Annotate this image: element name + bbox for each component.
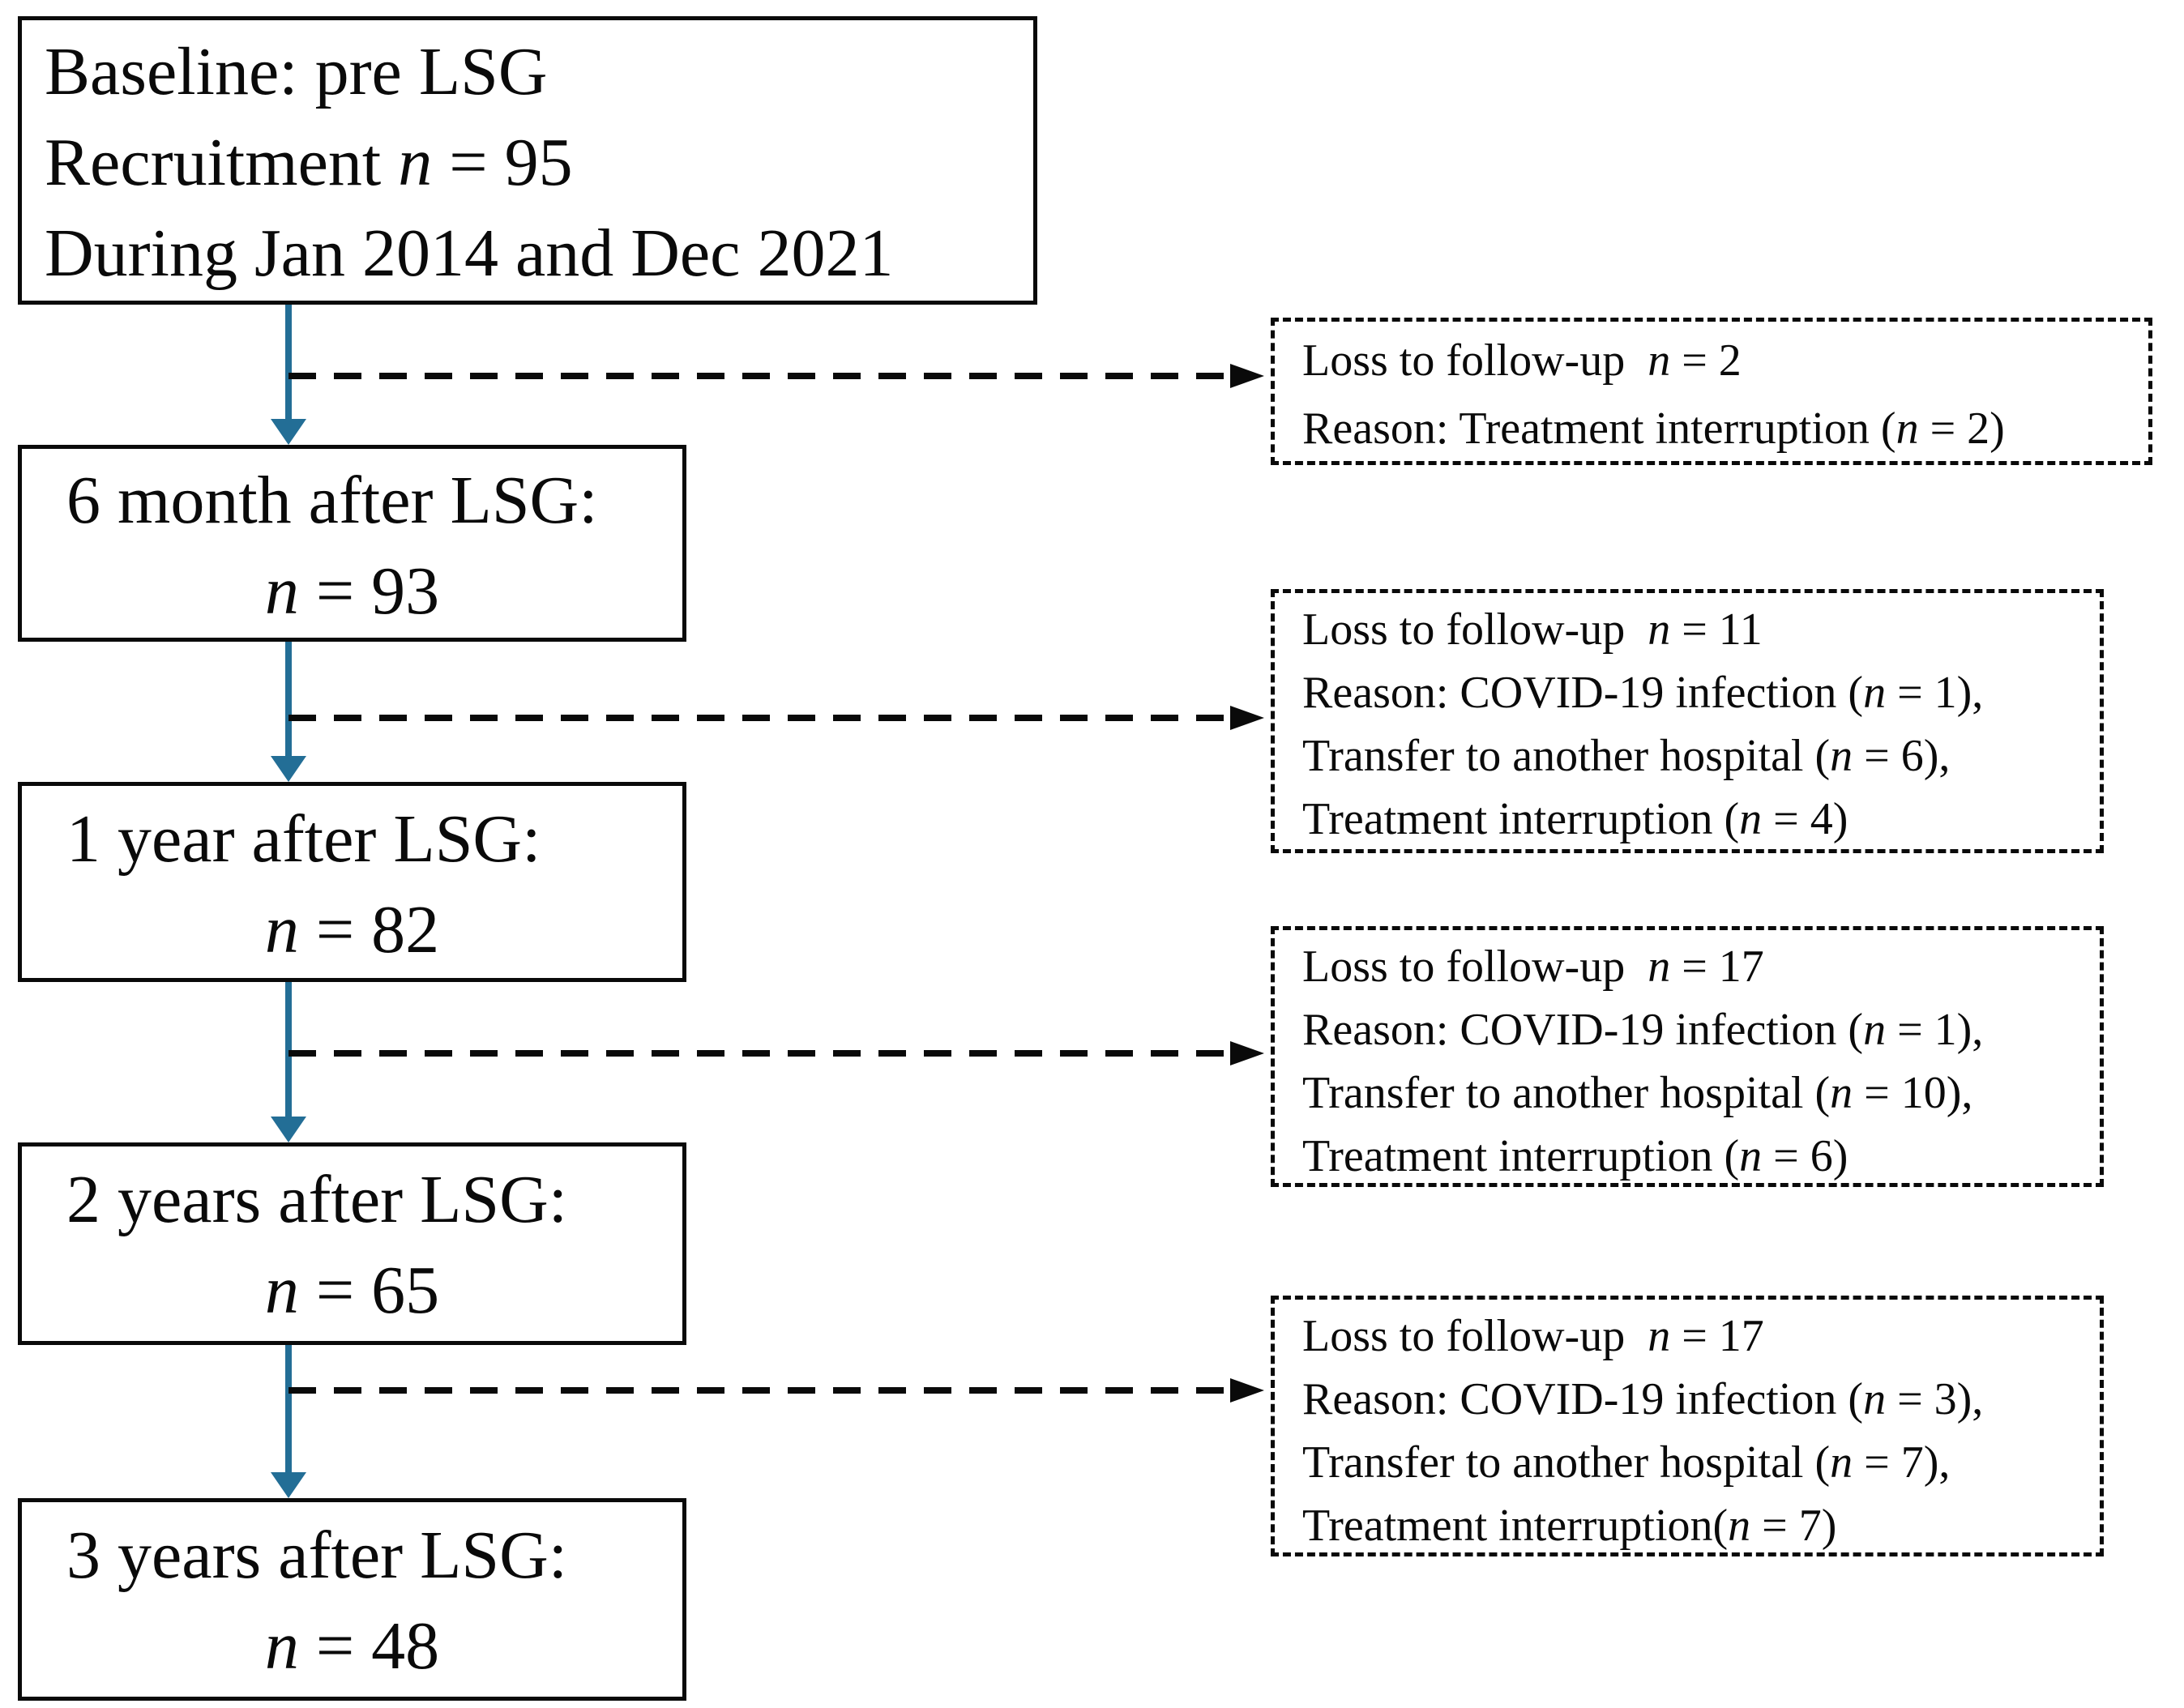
arrow-head-icon (271, 419, 306, 445)
box-line: Transfer to another hospital (n = 10), (1302, 1068, 1973, 1118)
arrow-shaft (288, 373, 1233, 379)
box-line: Loss to follow-up n = 17 (1302, 942, 1764, 992)
arrow-head-icon (1230, 706, 1264, 730)
arrow-shaft (285, 642, 292, 759)
down-arrow-1 (271, 305, 306, 445)
box-line: Reason: Treatment interruption (n = 2) (1302, 404, 2005, 454)
dashed-arrow-2 (288, 706, 1264, 730)
arrow-shaft (288, 1050, 1233, 1057)
down-arrow-4 (271, 1345, 306, 1498)
box-line: n = 65 (264, 1253, 440, 1328)
box-line: Treatment interruption (n = 6) (1302, 1131, 1848, 1181)
box-line: Loss to follow-up n = 17 (1302, 1311, 1764, 1361)
box-line: n = 93 (264, 553, 440, 629)
arrow-head-icon (1230, 364, 1264, 388)
box-line: 2 years after LSG: (66, 1162, 568, 1237)
flow-box-baseline: Baseline: pre LSG Recruitment n = 95 Dur… (18, 16, 1037, 305)
box-line: Treatment interruption(n = 7) (1302, 1501, 1837, 1551)
loss-box-after-1-year: Loss to follow-up n = 17 Reason: COVID-1… (1271, 926, 2104, 1187)
box-line: Reason: COVID-19 infection (n = 3), (1302, 1374, 1984, 1424)
flow-box-1-year: 1 year after LSG: n = 82 (18, 782, 686, 982)
box-line: 6 month after LSG: (66, 463, 598, 538)
box-line: Reason: COVID-19 infection (n = 1), (1302, 668, 1984, 718)
flow-box-2-years: 2 years after LSG: n = 65 (18, 1142, 686, 1345)
dashed-arrow-4 (288, 1378, 1264, 1403)
arrow-shaft (288, 715, 1233, 721)
box-line: Treatment interruption (n = 4) (1302, 794, 1848, 844)
loss-box-after-2-years: Loss to follow-up n = 17 Reason: COVID-1… (1271, 1296, 2104, 1556)
arrow-head-icon (1230, 1378, 1264, 1403)
box-line: n = 82 (264, 892, 440, 967)
arrow-head-icon (1230, 1041, 1264, 1065)
box-line: Recruitment n = 95 (45, 125, 573, 200)
dashed-arrow-1 (288, 364, 1264, 388)
arrow-shaft (285, 305, 292, 422)
arrow-head-icon (271, 1472, 306, 1498)
box-line: n = 48 (264, 1608, 440, 1684)
arrow-head-icon (271, 756, 306, 782)
box-line: During Jan 2014 and Dec 2021 (45, 216, 894, 291)
box-line: 1 year after LSG: (66, 801, 541, 877)
arrow-head-icon (271, 1117, 306, 1142)
dashed-arrow-3 (288, 1041, 1264, 1065)
box-line: Loss to follow-up n = 2 (1302, 335, 1742, 386)
box-line: 3 years after LSG: (66, 1518, 568, 1593)
down-arrow-2 (271, 642, 306, 782)
box-line: Transfer to another hospital (n = 6), (1302, 731, 1951, 781)
box-line: Loss to follow-up n = 11 (1302, 604, 1763, 655)
box-line: Reason: COVID-19 infection (n = 1), (1302, 1005, 1984, 1055)
box-line: Baseline: pre LSG (45, 34, 548, 109)
flow-box-6-month: 6 month after LSG: n = 93 (18, 445, 686, 642)
loss-box-after-6-month: Loss to follow-up n = 11 Reason: COVID-1… (1271, 589, 2104, 853)
flow-box-3-years: 3 years after LSG: n = 48 (18, 1498, 686, 1701)
arrow-shaft (288, 1387, 1233, 1394)
arrow-shaft (285, 1345, 292, 1475)
box-line: Transfer to another hospital (n = 7), (1302, 1437, 1951, 1488)
loss-box-after-baseline: Loss to follow-up n = 2 Reason: Treatmen… (1271, 318, 2152, 465)
